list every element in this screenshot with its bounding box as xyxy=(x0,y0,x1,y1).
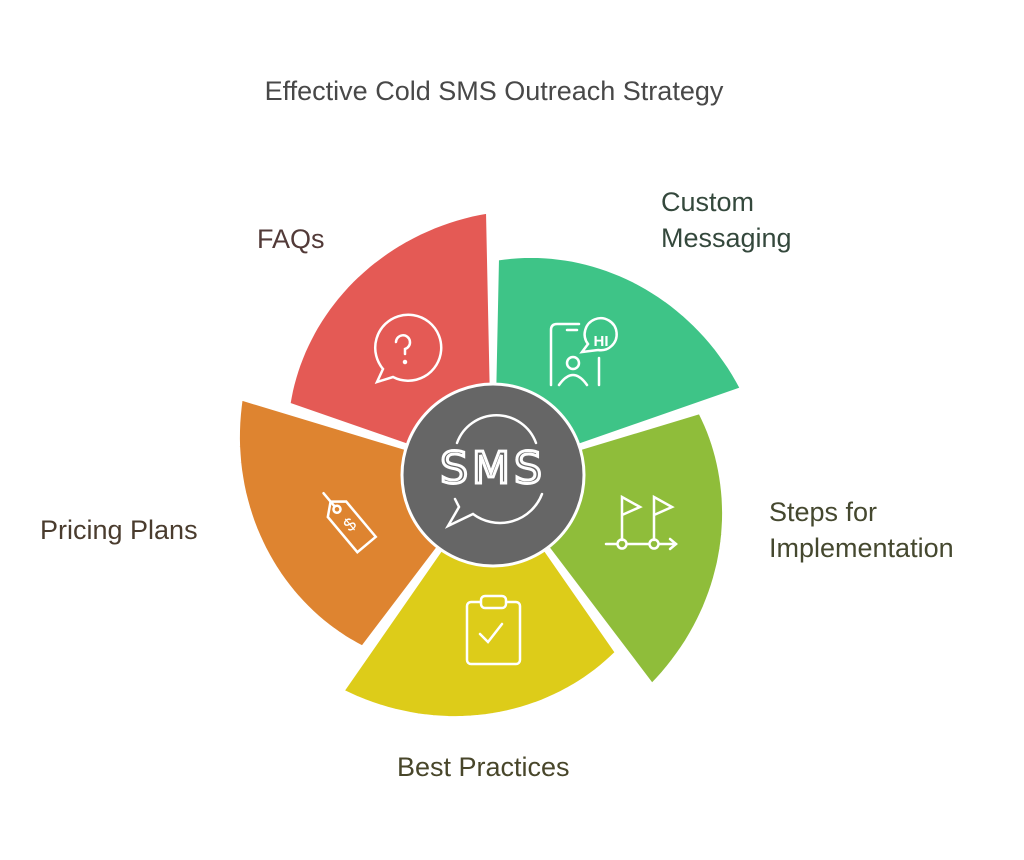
label-line: Messaging xyxy=(661,223,792,253)
phone-chat-person-icon: HI xyxy=(549,316,618,387)
label-line: Implementation xyxy=(769,533,954,563)
label-custom-messaging: Custom Messaging xyxy=(661,184,792,256)
center-hub: SMS xyxy=(400,382,586,568)
clipboard-check-icon xyxy=(465,594,522,666)
label-pricing-plans: Pricing Plans xyxy=(40,512,198,548)
center-circle xyxy=(400,382,586,568)
flags-timeline-icon xyxy=(604,494,678,551)
label-line: Custom xyxy=(661,187,755,217)
svg-text:SMS: SMS xyxy=(440,443,546,494)
label-line: Steps for xyxy=(769,497,878,527)
label-line: Pricing Plans xyxy=(40,515,198,545)
sms-chat-bubble-icon: SMS xyxy=(439,414,546,529)
diagram-title: Effective Cold SMS Outreach Strategy xyxy=(264,76,724,106)
segment-best-practices xyxy=(340,472,619,720)
label-line: FAQs xyxy=(257,224,325,254)
question-bubble-icon xyxy=(373,313,443,385)
label-best-practices: Best Practices xyxy=(397,749,570,785)
label-line: Best Practices xyxy=(397,752,570,782)
label-steps-for-implementation: Steps for Implementation xyxy=(769,494,954,566)
svg-text:HI: HI xyxy=(594,333,609,350)
label-faqs: FAQs xyxy=(257,221,325,257)
